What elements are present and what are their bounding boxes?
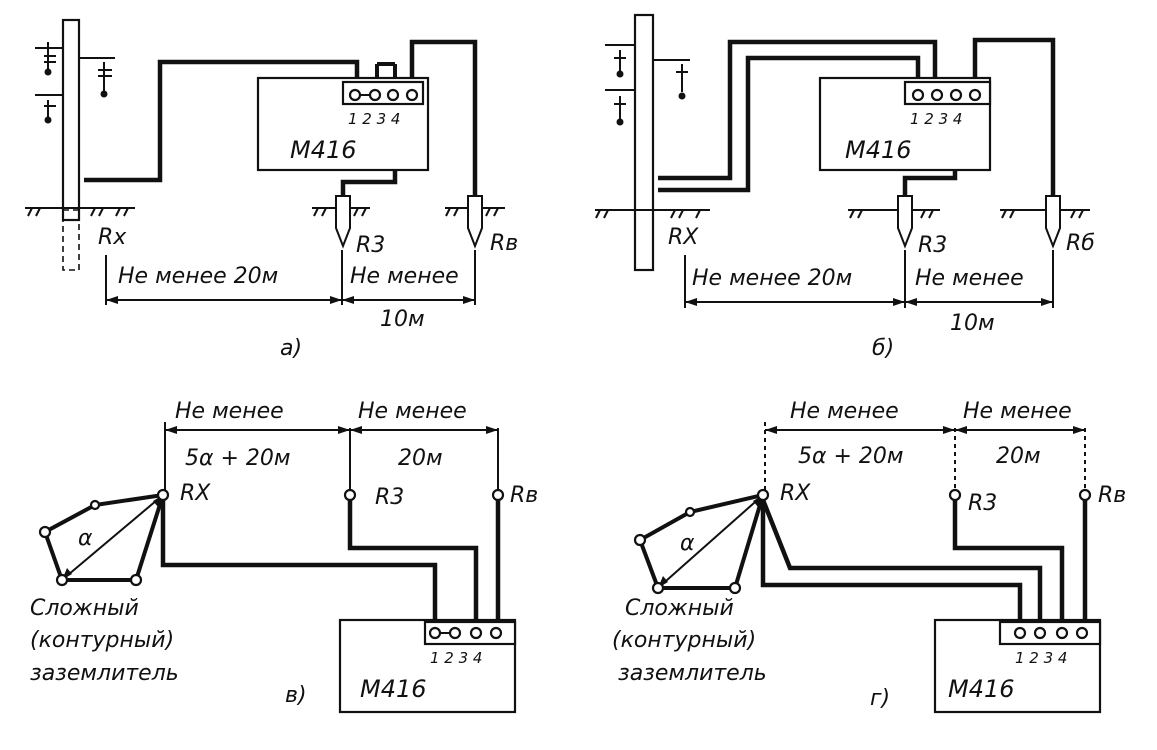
ground-surface-b — [595, 209, 1090, 219]
electrode-label: (контурный) — [30, 628, 174, 653]
terminal-numbers: 1 2 3 4 — [1015, 649, 1067, 667]
insulator-icon — [35, 42, 115, 118]
electrode-label: Сложный — [30, 596, 139, 621]
pole-a — [61, 18, 81, 222]
terminal-numbers: 1 2 3 4 — [910, 110, 962, 128]
terminal-block-b — [903, 80, 992, 106]
r3-label: R3 — [356, 233, 385, 258]
rx-label: RX — [180, 481, 211, 506]
wire-c-rx — [160, 500, 438, 628]
device-label: М416 — [360, 675, 427, 703]
device-label: М416 — [948, 675, 1015, 703]
panel-label-b: б) — [872, 336, 894, 361]
electrode-r3-a — [335, 195, 351, 249]
distance-text: Не менее 20м — [692, 266, 852, 291]
dimension-c — [164, 422, 499, 495]
alpha-label: α — [680, 531, 695, 556]
distance-text: 5α + 20м — [185, 446, 291, 471]
wire-c-r3 — [347, 500, 479, 628]
rx-label: Rx — [98, 225, 127, 250]
electrode-label: заземлитель — [30, 661, 179, 686]
panel-label-c: в) — [285, 683, 307, 708]
wire-a-rx — [84, 59, 360, 183]
device-label: М416 — [845, 136, 912, 164]
distance-text: Не менее — [790, 399, 899, 424]
wire-d-rx1 — [760, 500, 1023, 628]
ground-surface-a — [25, 207, 505, 217]
terminal-block-a — [341, 80, 425, 106]
dimension-d — [764, 422, 1086, 490]
distance-text: 10м — [380, 307, 425, 332]
distance-text: 20м — [996, 444, 1041, 469]
wire-b-rx2 — [658, 55, 921, 193]
panel-a: 1 2 3 4 М416 Rx R3 Rв Не менее 20м Не ме… — [25, 18, 518, 361]
alpha-label: α — [78, 526, 93, 551]
dimension-a — [105, 250, 476, 305]
distance-text: Не менее — [175, 399, 284, 424]
insulator-icon — [605, 44, 690, 120]
distance-text: Не менее 20м — [118, 264, 278, 289]
wire-d-r3 — [952, 500, 1065, 628]
panel-b: 1 2 3 4 М416 RX R3 Rб Не менее 20м Не ме… — [595, 13, 1095, 361]
electrode-rv-a — [467, 195, 483, 249]
terminal-block-d — [998, 620, 1102, 646]
terminal-numbers: 1 2 3 4 — [430, 649, 482, 667]
electrode-label: Сложный — [625, 596, 734, 621]
panel-d: Не менее Не менее 5α + 20м 20м α RX R3 R… — [612, 399, 1126, 714]
panel-label-a: а) — [280, 336, 302, 361]
distance-text: Не менее — [915, 266, 1024, 291]
electrode-rb-b — [1045, 195, 1061, 249]
distance-text: 5α + 20м — [798, 444, 904, 469]
rv-label: Rв — [510, 483, 538, 508]
r3-label: R3 — [968, 491, 997, 516]
device-label: М416 — [290, 136, 357, 164]
rv-label: Rв — [1098, 483, 1126, 508]
distance-text: Не менее — [350, 264, 459, 289]
pole-b — [633, 13, 655, 272]
panel-label-d: г) — [870, 686, 890, 711]
rx-label: RX — [780, 481, 811, 506]
pole-a-underground — [62, 209, 80, 271]
contour-electrode-d — [637, 492, 766, 590]
terminal-numbers: 1 2 3 4 — [348, 110, 400, 128]
distance-text: 10м — [950, 311, 995, 336]
rv-label: Rв — [490, 231, 518, 256]
electrode-r3-b — [897, 195, 913, 249]
distance-text: Не менее — [358, 399, 467, 424]
wire-a-rv — [409, 39, 478, 198]
distance-text: Не менее — [963, 399, 1072, 424]
r3-label: R3 — [375, 485, 404, 510]
panel-c: Не менее Не менее 5α + 20м 20м α RX R3 R… — [30, 399, 538, 714]
wire-d-rx2 — [760, 499, 1043, 628]
electrode-label: (контурный) — [612, 628, 756, 653]
wire-b-rx1 — [658, 39, 938, 181]
distance-text: 20м — [398, 446, 443, 471]
rx-label: RX — [668, 225, 699, 250]
rb-label: Rб — [1066, 231, 1095, 256]
wire-b-rb — [972, 37, 1056, 198]
r3-label: R3 — [918, 233, 947, 258]
electrode-label: заземлитель — [618, 661, 767, 686]
contour-electrode-c — [42, 492, 166, 582]
dimension-b — [684, 250, 1054, 308]
